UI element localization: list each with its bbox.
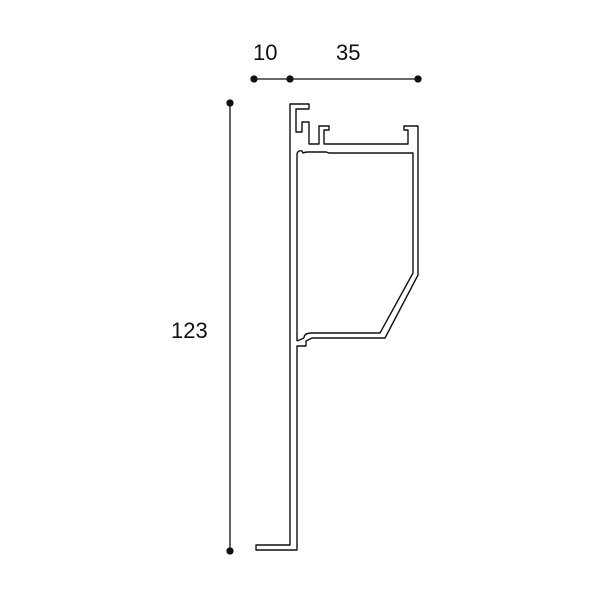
dimension-label-123: 123 — [171, 318, 208, 343]
dimension-label-35: 35 — [336, 40, 361, 65]
profile-inner-joint — [296, 337, 305, 342]
dimension-dot — [226, 547, 234, 555]
dimension-dot — [414, 75, 422, 83]
dimension-dot — [286, 75, 294, 83]
dimension-dot — [250, 75, 258, 83]
profile-outer-contour — [255, 103, 419, 551]
profile-outline — [255, 103, 419, 551]
dimension-lines — [226, 75, 422, 555]
dimension-dot — [226, 99, 234, 107]
dimension-label-10: 10 — [253, 40, 278, 65]
profile-inner-contour — [296, 150, 414, 341]
